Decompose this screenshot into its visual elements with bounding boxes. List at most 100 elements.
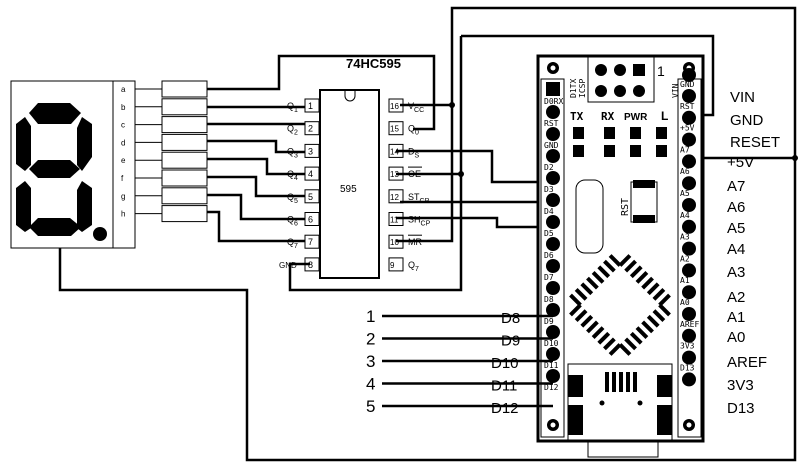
pwr-label: PWR	[624, 112, 648, 123]
pin-name: Q2	[287, 124, 298, 137]
pin-label-a1: A1	[727, 309, 745, 326]
icsp-label: ICSP	[578, 79, 587, 98]
resistor-array	[135, 80, 208, 223]
svg-text:12: 12	[390, 193, 399, 202]
svg-text:GND: GND	[680, 80, 695, 89]
svg-text:D13: D13	[680, 363, 695, 372]
pin-label-a5: A5	[727, 220, 745, 237]
pin-label-a7: A7	[727, 178, 745, 195]
header-pin-a7: A7	[680, 145, 696, 169]
segment-a	[29, 103, 81, 124]
input-line-2: 2 D9	[366, 330, 553, 350]
resistor	[161, 169, 208, 187]
svg-text:3: 3	[308, 146, 313, 156]
header-pin-rst: RST	[544, 105, 560, 128]
segment-g	[29, 160, 80, 178]
chip-pin-3: 3Q3	[287, 143, 320, 159]
header-pin-a1: A1	[680, 276, 696, 300]
svg-text:A2: A2	[680, 254, 690, 263]
input-number: 3	[366, 352, 375, 371]
segment-label-d: d	[121, 138, 125, 147]
pin-label-vin: VIN	[730, 89, 755, 106]
crystal	[575, 179, 604, 254]
header-pin-d10: D10	[544, 325, 560, 348]
svg-text:GND: GND	[279, 261, 297, 270]
svg-text:5: 5	[308, 192, 313, 202]
rst-button-label: RST	[620, 198, 631, 216]
svg-text:D12: D12	[544, 383, 559, 392]
resistor	[161, 187, 208, 205]
chip-pin-7: 7Q7	[287, 234, 320, 250]
microcontroller-chip	[569, 254, 671, 356]
svg-text:10: 10	[390, 238, 399, 247]
pin-label-a0: A0	[727, 329, 745, 346]
svg-text:9: 9	[390, 261, 395, 270]
segment-label-b: b	[121, 103, 126, 112]
header-pin-vin	[682, 68, 696, 82]
svg-text:8: 8	[308, 260, 313, 270]
svg-text:14: 14	[390, 147, 399, 156]
pin-label-reset: RESET	[730, 134, 780, 151]
segment-f	[16, 117, 31, 171]
pin-label-d13: D13	[727, 400, 755, 417]
svg-text:GND: GND	[544, 141, 559, 150]
input-number: 4	[366, 375, 375, 394]
vin-header-label: VIN	[671, 83, 680, 98]
input-pin-label: D9	[501, 333, 520, 350]
svg-text:2: 2	[308, 124, 313, 134]
svg-text:D7: D7	[544, 273, 554, 282]
header-pin-d3: D3	[544, 171, 560, 194]
header-pin-d2: D2	[544, 149, 560, 172]
svg-text:11: 11	[390, 216, 399, 225]
input-pin-label: D8	[501, 310, 520, 327]
header-pin-+5v: +5V	[680, 124, 696, 147]
header-pin-d11: D11	[544, 347, 560, 370]
header-pin-d4: D4	[544, 193, 560, 216]
header-pin-a0: A0	[680, 298, 696, 321]
input-number: 5	[366, 397, 375, 416]
resistor	[161, 205, 208, 223]
pin-name: Q7	[287, 237, 298, 250]
chip-pin-2: 2 Q2	[287, 121, 320, 137]
svg-text:3V3: 3V3	[680, 342, 695, 351]
segment-label-f: f	[121, 174, 124, 183]
pin-label-a2: A2	[727, 289, 745, 306]
reset-button: RST	[620, 180, 658, 223]
svg-text:16: 16	[390, 102, 399, 111]
input-number: 1	[366, 307, 375, 326]
svg-text:AREF: AREF	[680, 320, 699, 329]
header-pin-a3: A3	[680, 233, 696, 256]
chip-body-label: 595	[340, 184, 357, 195]
svg-text:A5: A5	[680, 189, 690, 198]
left-header-strip	[540, 78, 565, 438]
chip-pin-1: 1Q1	[287, 98, 320, 114]
segment-d	[29, 218, 81, 236]
usb-connector	[567, 363, 673, 458]
svg-text:A7: A7	[680, 145, 690, 154]
input-number: 2	[366, 330, 375, 349]
segment-label-a: a	[121, 85, 126, 94]
segment-b	[77, 117, 92, 171]
pin-label-gnd: GND	[730, 112, 764, 129]
header-pin-a6: A6	[680, 167, 696, 191]
svg-text:D10: D10	[544, 339, 559, 348]
header-pin-d13: D13	[680, 363, 696, 387]
segment-e	[16, 181, 31, 232]
svg-text:D4: D4	[544, 207, 554, 216]
segment-dp	[93, 227, 107, 241]
svg-text:A6: A6	[680, 167, 690, 176]
segment-shapes	[16, 103, 107, 241]
